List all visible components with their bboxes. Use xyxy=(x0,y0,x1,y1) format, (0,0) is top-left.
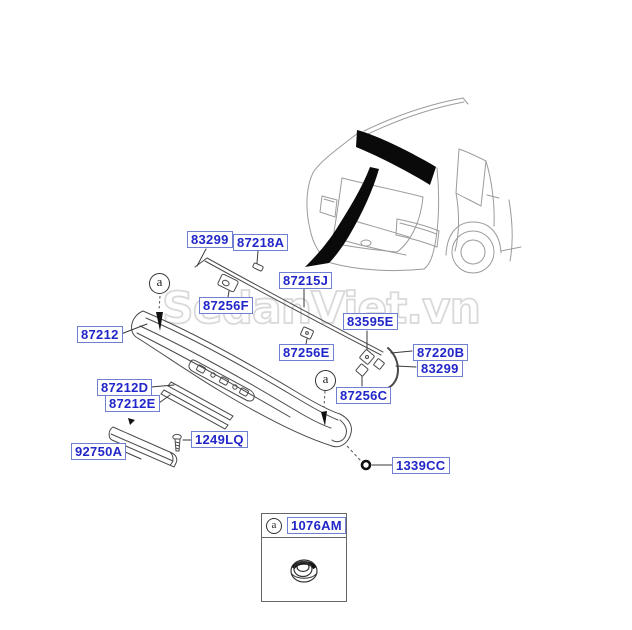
marker-a-mid: a xyxy=(315,370,336,391)
legend-header: a 1076AM xyxy=(262,514,346,538)
marker-a-pointer-mid xyxy=(321,390,327,426)
car-rear-view xyxy=(306,97,522,274)
rail-clips xyxy=(196,364,249,397)
part-label-83299-right[interactable]: 83299 xyxy=(417,360,463,377)
marker-a-top: a xyxy=(149,273,170,294)
part-label-1339CC[interactable]: 1339CC xyxy=(392,457,450,474)
legend-box: a 1076AM xyxy=(261,513,347,602)
grommet-drawing xyxy=(290,559,318,583)
molding-end-piece xyxy=(387,347,399,389)
nut-drawing xyxy=(360,459,372,471)
clip-87256E xyxy=(300,326,314,340)
part-label-83595E[interactable]: 83595E xyxy=(343,313,398,330)
screw-drawing xyxy=(172,433,182,452)
nut-dashed-line xyxy=(346,445,362,462)
highlighted-garnish-swoosh xyxy=(305,167,379,267)
highlighted-spoiler-band xyxy=(356,130,436,185)
clip-83595E xyxy=(359,349,375,365)
part-label-87220B[interactable]: 87220B xyxy=(413,344,469,361)
part-label-87256E[interactable]: 87256E xyxy=(279,344,334,361)
legend-body xyxy=(262,538,346,600)
part-label-87256F[interactable]: 87256F xyxy=(199,297,253,314)
part-label-1249LQ[interactable]: 1249LQ xyxy=(191,431,248,448)
clip-87220B xyxy=(373,358,385,370)
legend-marker-a: a xyxy=(266,517,282,534)
part-label-87212E[interactable]: 87212E xyxy=(105,395,160,412)
clip-87218A xyxy=(252,262,264,272)
clip-87256F xyxy=(217,273,239,293)
part-label-83299-top[interactable]: 83299 xyxy=(187,231,233,248)
part-label-87215J[interactable]: 87215J xyxy=(279,272,333,289)
tape-strips-drawing xyxy=(160,381,234,430)
stop-lamp-drawing xyxy=(108,418,178,468)
clip-87256C xyxy=(355,363,369,377)
part-label-87218A[interactable]: 87218A xyxy=(233,234,289,251)
part-label-87212[interactable]: 87212 xyxy=(77,326,123,343)
part-label-87256C[interactable]: 87256C xyxy=(336,387,392,404)
part-label-1076AM[interactable]: 1076AM xyxy=(287,517,346,534)
leader-lines xyxy=(120,248,417,466)
part-label-87212D[interactable]: 87212D xyxy=(97,379,153,396)
marker-a-pointer-top xyxy=(156,295,163,331)
part-label-92750A[interactable]: 92750A xyxy=(71,443,127,460)
